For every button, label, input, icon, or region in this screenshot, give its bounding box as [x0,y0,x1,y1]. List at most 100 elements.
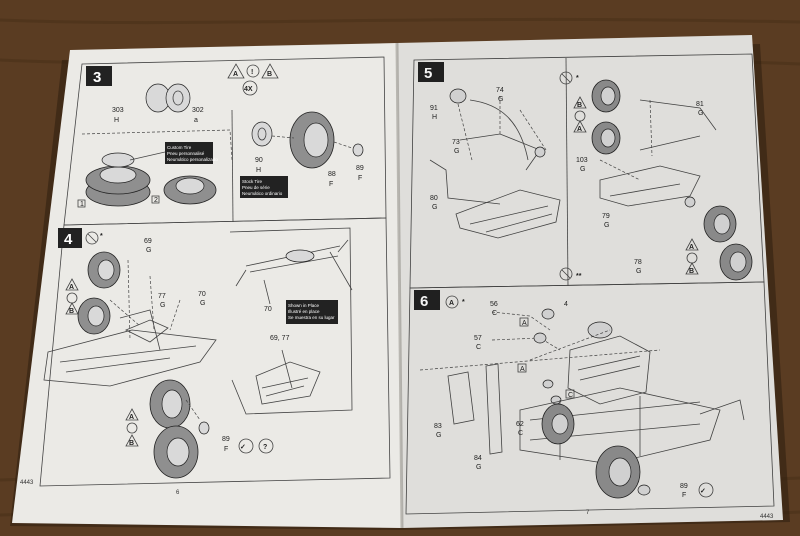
svg-text:Neumático personalizado: Neumático personalizado [167,157,218,162]
step-number: 4 [64,231,73,248]
chassis-drawing [43,251,217,479]
svg-text:A: A [577,126,582,133]
svg-text:H: H [432,114,437,121]
svg-text:A: A [522,320,527,327]
page-code: 4443 [760,514,774,520]
svg-text:✓: ✓ [240,444,246,451]
svg-text:**: ** [576,273,582,280]
svg-text:Pneu personnalisé: Pneu personnalisé [167,151,205,156]
svg-text:B: B [689,268,694,275]
svg-text:H: H [256,167,261,174]
rear-axle-drawing: * B A A B ** [559,71,753,281]
svg-text:70: 70 [198,291,206,298]
svg-text:G: G [498,96,503,103]
svg-text:77: 77 [158,293,166,300]
step-number: 6 [420,293,428,310]
svg-text:Custom Tire: Custom Tire [167,145,192,150]
svg-text:G: G [200,300,205,307]
svg-text:1: 1 [80,201,84,208]
svg-text:90: 90 [255,157,263,164]
svg-text:74: 74 [496,87,504,94]
svg-text:Se muestra en su lugar: Se muestra en su lugar [288,315,335,320]
svg-text:a: a [194,117,198,124]
svg-text:A: A [520,366,525,373]
svg-text:89: 89 [356,165,364,172]
rim-parts: 303 H 302 a [112,83,204,124]
svg-text:B: B [129,440,134,447]
step-3-panel: 3 A ! B 4X 303 H 302 a [63,56,387,226]
svg-text:69, 77: 69, 77 [270,335,290,342]
svg-text:C: C [518,430,523,437]
wheel-symbols: 89 F ✓ ? [222,436,274,454]
svg-text:73: 73 [452,139,460,146]
svg-text:A: A [69,284,74,291]
svg-text:B: B [69,308,74,315]
svg-text:G: G [160,302,165,309]
step-number-badge [58,228,82,248]
page-number: 6 [176,490,180,496]
svg-text:B: B [267,71,272,78]
svg-text:103: 103 [576,157,588,164]
svg-text:G: G [698,110,703,117]
svg-text:?: ? [263,444,267,451]
step-number-badge [418,62,444,82]
step-number-badge [414,290,440,310]
svg-text:2: 2 [154,197,158,204]
center-fold [395,42,404,529]
frame-drawing [447,363,745,499]
svg-text:70: 70 [264,306,272,313]
svg-text:57: 57 [474,335,482,342]
svg-text:B: B [577,102,582,109]
step-5-panel: 5 74 G 91 H 73 G 80 G * B A [409,53,765,289]
svg-text:F: F [682,492,686,499]
svg-text:G: G [604,222,609,229]
svg-text:✓: ✓ [700,488,706,495]
svg-text:F: F [358,175,362,182]
svg-text:C: C [476,344,481,351]
svg-text:81: 81 [696,101,704,108]
svg-text:!: ! [251,69,253,76]
svg-text:G: G [636,268,641,275]
custom-tire-assembly: 1 2 [77,151,217,208]
step-number-badge [86,66,112,86]
svg-text:A: A [689,244,694,251]
svg-text:*: * [462,299,465,306]
step-number: 3 [93,69,101,86]
stock-tire-assembly: 90 H 88 F 89 F [251,111,364,188]
svg-text:4: 4 [564,301,568,308]
svg-text:Pneu de série: Pneu de série [242,185,270,190]
engine-drawing [419,308,661,405]
svg-text:C: C [492,310,497,317]
svg-text:G: G [580,166,585,173]
svg-text:A: A [129,414,134,421]
step-6-panel: 6 A * 56 C 4 57 C A A C 62 C [405,281,775,520]
svg-text:78: 78 [634,259,642,266]
svg-text:F: F [329,181,333,188]
svg-text:89: 89 [222,436,230,443]
svg-text:Neumático ordinario: Neumático ordinario [242,191,283,196]
page-shade [397,35,783,528]
svg-text:88: 88 [328,171,336,178]
svg-text:*: * [100,233,103,240]
svg-text:A: A [233,71,238,78]
svg-text:80: 80 [430,195,438,202]
svg-text:*: * [576,75,579,82]
svg-text:79: 79 [602,213,610,220]
page-code: 4443 [20,480,34,486]
svg-text:4X: 4X [244,86,253,93]
svg-text:302: 302 [192,107,204,114]
svg-text:Shown in Place: Shown in Place [288,303,320,308]
svg-text:A: A [449,300,454,307]
shown-in-place-inset: 70 Shown in Place Illustré en place Se m… [235,239,353,405]
svg-text:Stock Tire: Stock Tire [242,179,263,184]
svg-text:G: G [432,204,437,211]
svg-text:91: 91 [430,105,438,112]
attention-symbols: A ! B 4X [227,63,279,96]
svg-text:303: 303 [112,107,124,114]
step-number: 5 [424,65,432,82]
attention-symbols: A B A B [65,278,139,447]
svg-text:56: 56 [490,301,498,308]
svg-text:89: 89 [680,483,688,490]
page-number: 7 [586,510,590,516]
